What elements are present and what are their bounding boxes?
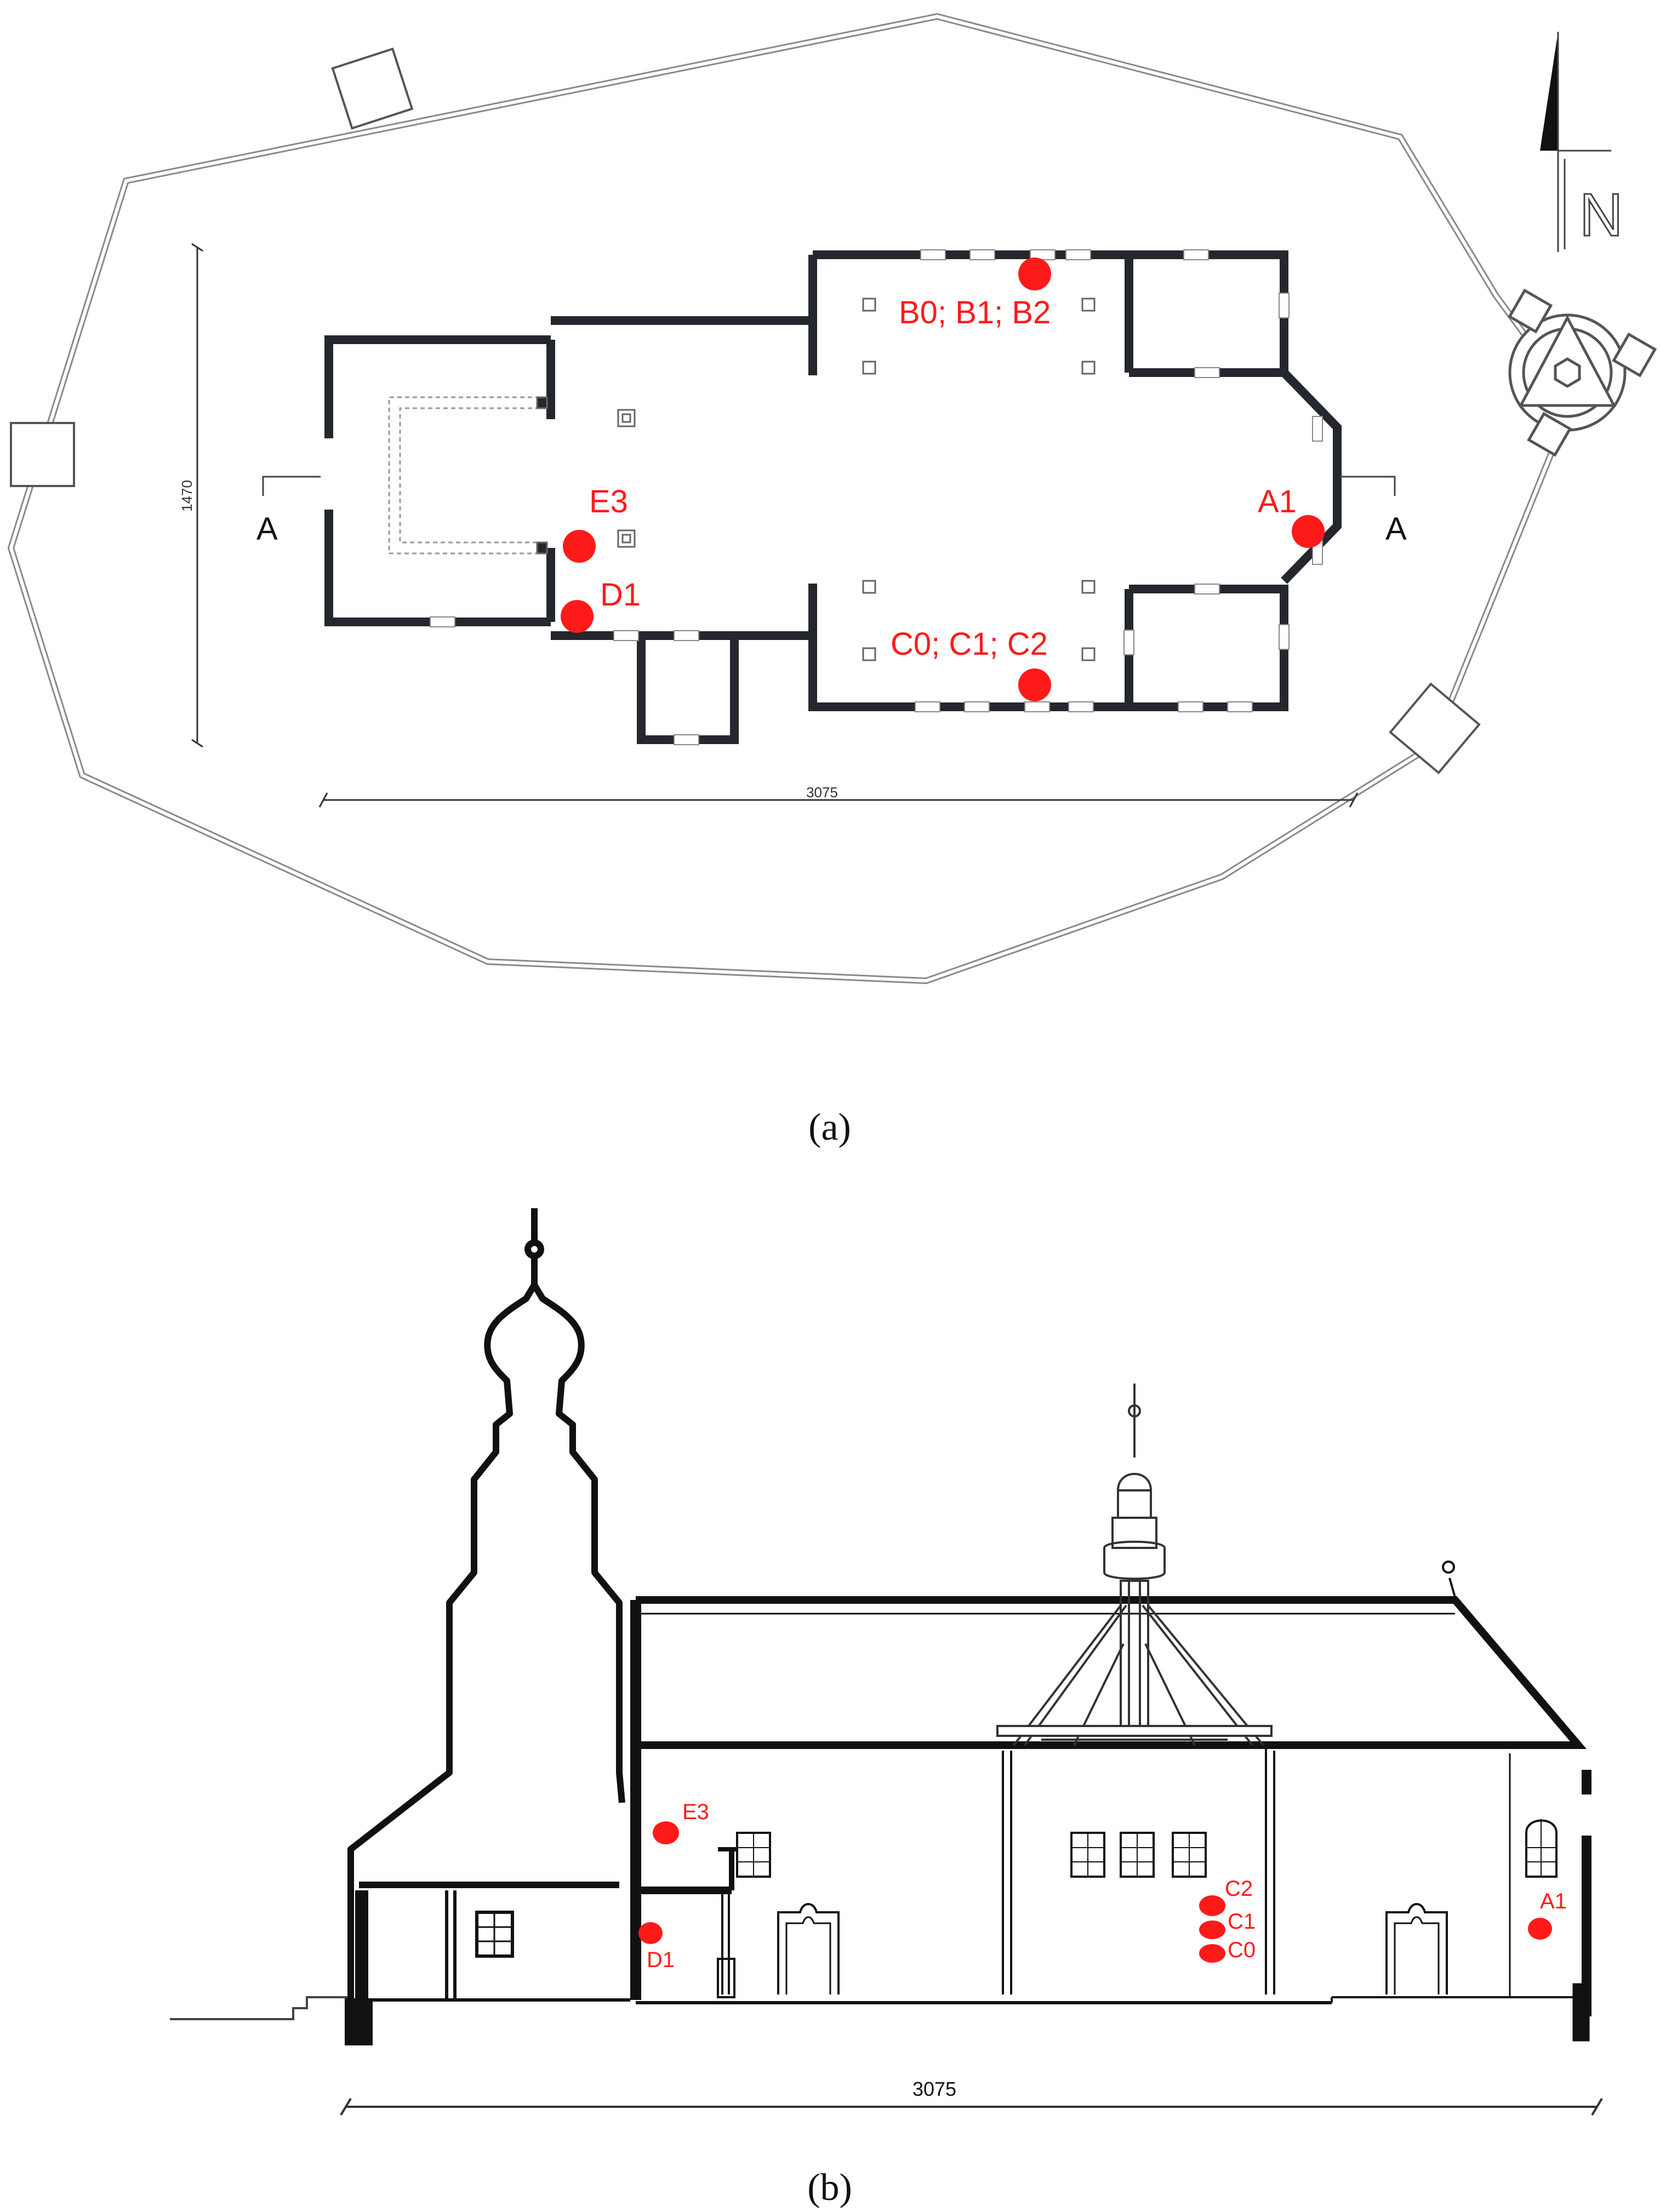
marker-b <box>1018 258 1051 290</box>
marker-d1 <box>561 600 594 633</box>
label-c1-section: C1 <box>1228 1910 1256 1934</box>
roof-lantern <box>996 1384 1273 1746</box>
dimension-vertical-label: 1470 <box>179 480 195 512</box>
marker-d1-section <box>638 1922 663 1944</box>
fence-outline <box>7 13 1577 985</box>
gate-tower <box>1508 288 1657 457</box>
label-d1: D1 <box>600 577 641 613</box>
wall-openings <box>430 249 1323 745</box>
label-e3-section: E3 <box>682 1800 709 1824</box>
label-c2-section: C2 <box>1225 1877 1253 1901</box>
section-windows <box>736 1819 1558 1878</box>
label-a1-section: A1 <box>1540 1889 1567 1913</box>
marker-c2-section <box>1199 1895 1225 1916</box>
section-dimension-label: 3075 <box>912 2078 956 2100</box>
marker-e3 <box>563 530 596 563</box>
floor-plan: A A N 3075 1470 B0; B1; B2 A1 C0; C1 <box>7 13 1657 985</box>
bell-tower <box>347 1208 625 2005</box>
label-a1: A1 <box>1258 484 1297 519</box>
section-view: 3075 E3 D1 C2 C1 C0 A1 <box>170 1208 1603 2116</box>
label-c: C0; C1; C2 <box>891 626 1048 662</box>
dimension-horizontal-label: 3075 <box>806 784 838 801</box>
ground-line <box>170 1996 351 2020</box>
marker-a1-section <box>1528 1918 1552 1940</box>
section-mark-right: A <box>1385 511 1407 547</box>
gallery-outline <box>388 396 540 555</box>
main-roof <box>630 1561 1587 2000</box>
north-label: N <box>1579 181 1623 249</box>
marker-c1-section <box>1199 1921 1225 1939</box>
marker-c0-section <box>1199 1944 1225 1963</box>
caption-b: (b) <box>807 2167 852 2209</box>
pillars <box>536 298 1096 661</box>
dimension-horizontal <box>318 792 1359 808</box>
marker-c <box>1018 668 1051 701</box>
label-e3: E3 <box>589 484 628 519</box>
marker-e3-section <box>653 1821 679 1844</box>
plan-markers <box>561 258 1325 701</box>
section-line <box>262 476 1396 496</box>
section-dimension <box>340 2097 1603 2116</box>
label-b: B0; B1; B2 <box>899 295 1051 330</box>
section-markers <box>638 1821 1552 1963</box>
caption-a: (a) <box>808 1106 851 1148</box>
section-mark-left: A <box>256 511 278 547</box>
marker-a1 <box>1292 515 1325 548</box>
fence-posts <box>10 47 1481 775</box>
church-walls <box>324 250 1342 744</box>
tower-porch <box>345 1882 630 2045</box>
nave-section <box>636 1745 1591 2042</box>
dimension-vertical <box>191 243 203 748</box>
label-d1-section: D1 <box>647 1948 675 1972</box>
north-arrow <box>1540 32 1611 252</box>
label-c0-section: C0 <box>1228 1938 1256 1962</box>
